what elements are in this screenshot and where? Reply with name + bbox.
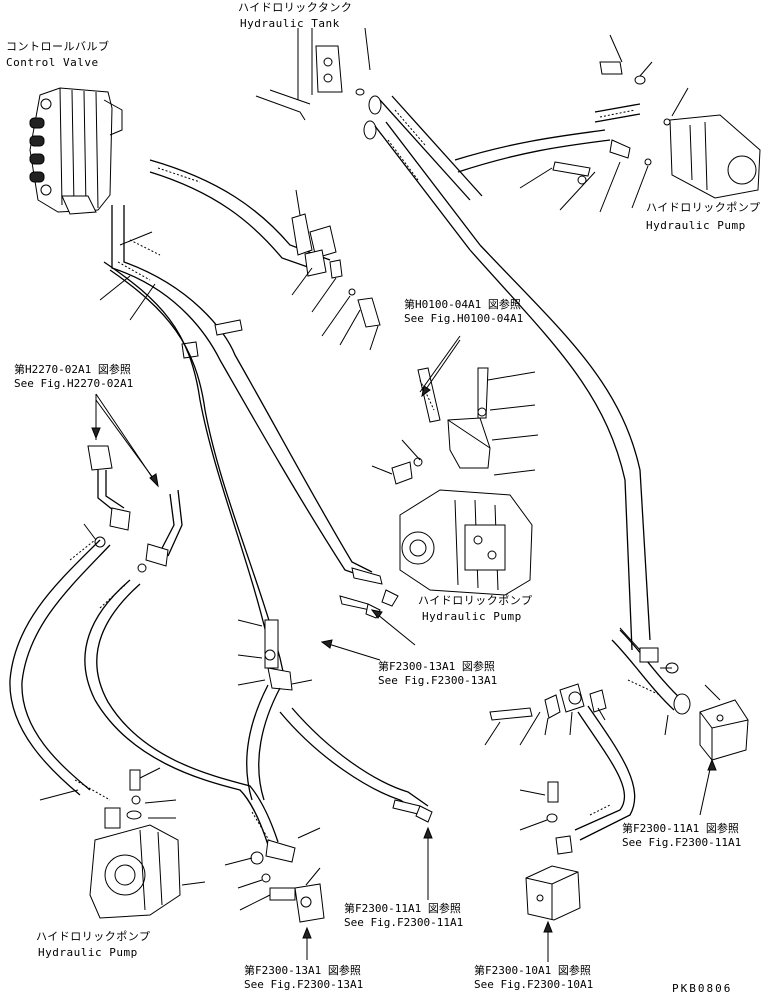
mid-pump-label-jp: ハイドロリックポンプ (418, 594, 533, 607)
control-valve-label-en: Control Valve (6, 56, 99, 69)
reference-f2300-10-bottom-en: See Fig.F2300-10A1 (474, 978, 594, 991)
reference-f2300-10-bottom[interactable]: 第F2300-10A1 図参照 See Fig.F2300-10A1 (474, 964, 593, 992)
reference-h0100-jp: 第H0100-04A1 図参照 (404, 298, 521, 311)
reference-h0100-en: See Fig.H0100-04A1 (404, 312, 524, 325)
drawing-code: PKB0806 (672, 982, 733, 995)
reference-f2300-11-bottom[interactable]: 第F2300-11A1 図参照 See Fig.F2300-11A1 (344, 902, 463, 930)
valve-hoses (99, 159, 399, 677)
control-valve-label-jp: コントロールバルブ (6, 40, 110, 53)
top-right-pump-label-en: Hydraulic Pump (646, 219, 746, 232)
reference-f2300-11-right-en: See Fig.F2300-11A1 (622, 836, 742, 849)
hydraulic-tank-label-en: Hydraulic Tank (240, 17, 340, 30)
reference-f2300-13-mid-en: See Fig.F2300-13A1 (378, 674, 498, 687)
reference-f2300-11-right[interactable]: 第F2300-11A1 図参照 See Fig.F2300-11A1 (622, 822, 741, 850)
bottom-center-fittings (224, 707, 433, 923)
reference-f2300-13-bottom-en: See Fig.F2300-13A1 (244, 978, 364, 991)
bottom-left-pump (39, 767, 206, 919)
reference-h2270-en: See Fig.H2270-02A1 (14, 377, 134, 390)
top-right-pump (454, 34, 761, 213)
right-side-fittings (484, 627, 749, 921)
hydraulic-tank-label-jp: ハイドロリックタンク (238, 1, 353, 14)
reference-f2300-11-bottom-jp: 第F2300-11A1 図参照 (344, 902, 461, 915)
mid-pump (371, 335, 539, 596)
reference-f2300-13-mid-jp: 第F2300-13A1 図参照 (378, 660, 495, 673)
h2270-pipes (9, 393, 279, 846)
reference-f2300-13-bottom[interactable]: 第F2300-13A1 図参照 See Fig.F2300-13A1 (244, 964, 363, 992)
reference-f2300-13-bottom-jp: 第F2300-13A1 図参照 (244, 964, 361, 977)
reference-f2300-11-bottom-en: See Fig.F2300-11A1 (344, 916, 464, 929)
tank-suction-hoses (374, 95, 651, 651)
bottom-left-pump-label-en: Hydraulic Pump (38, 946, 138, 959)
mid-pump-label-en: Hydraulic Pump (422, 610, 522, 623)
top-right-pump-label-jp: ハイドロリックポンプ (646, 201, 761, 214)
reference-h0100[interactable]: 第H0100-04A1 図参照 See Fig.H0100-04A1 (404, 298, 523, 326)
reference-h2270-jp: 第H2270-02A1 図参照 (14, 363, 131, 376)
reference-f2300-10-bottom-jp: 第F2300-10A1 図参照 (474, 964, 591, 977)
reference-h2270[interactable]: 第H2270-02A1 図参照 See Fig.H2270-02A1 (14, 363, 133, 391)
control-valve (29, 87, 123, 215)
bottom-left-pump-label-jp: ハイドロリックポンプ (36, 930, 151, 943)
reference-arrows (91, 339, 717, 962)
hydraulic-tank (255, 27, 382, 140)
reference-f2300-11-right-jp: 第F2300-11A1 図参照 (622, 822, 739, 835)
reference-f2300-13-mid[interactable]: 第F2300-13A1 図参照 See Fig.F2300-13A1 (378, 660, 497, 688)
clamp-assembly (237, 619, 313, 801)
